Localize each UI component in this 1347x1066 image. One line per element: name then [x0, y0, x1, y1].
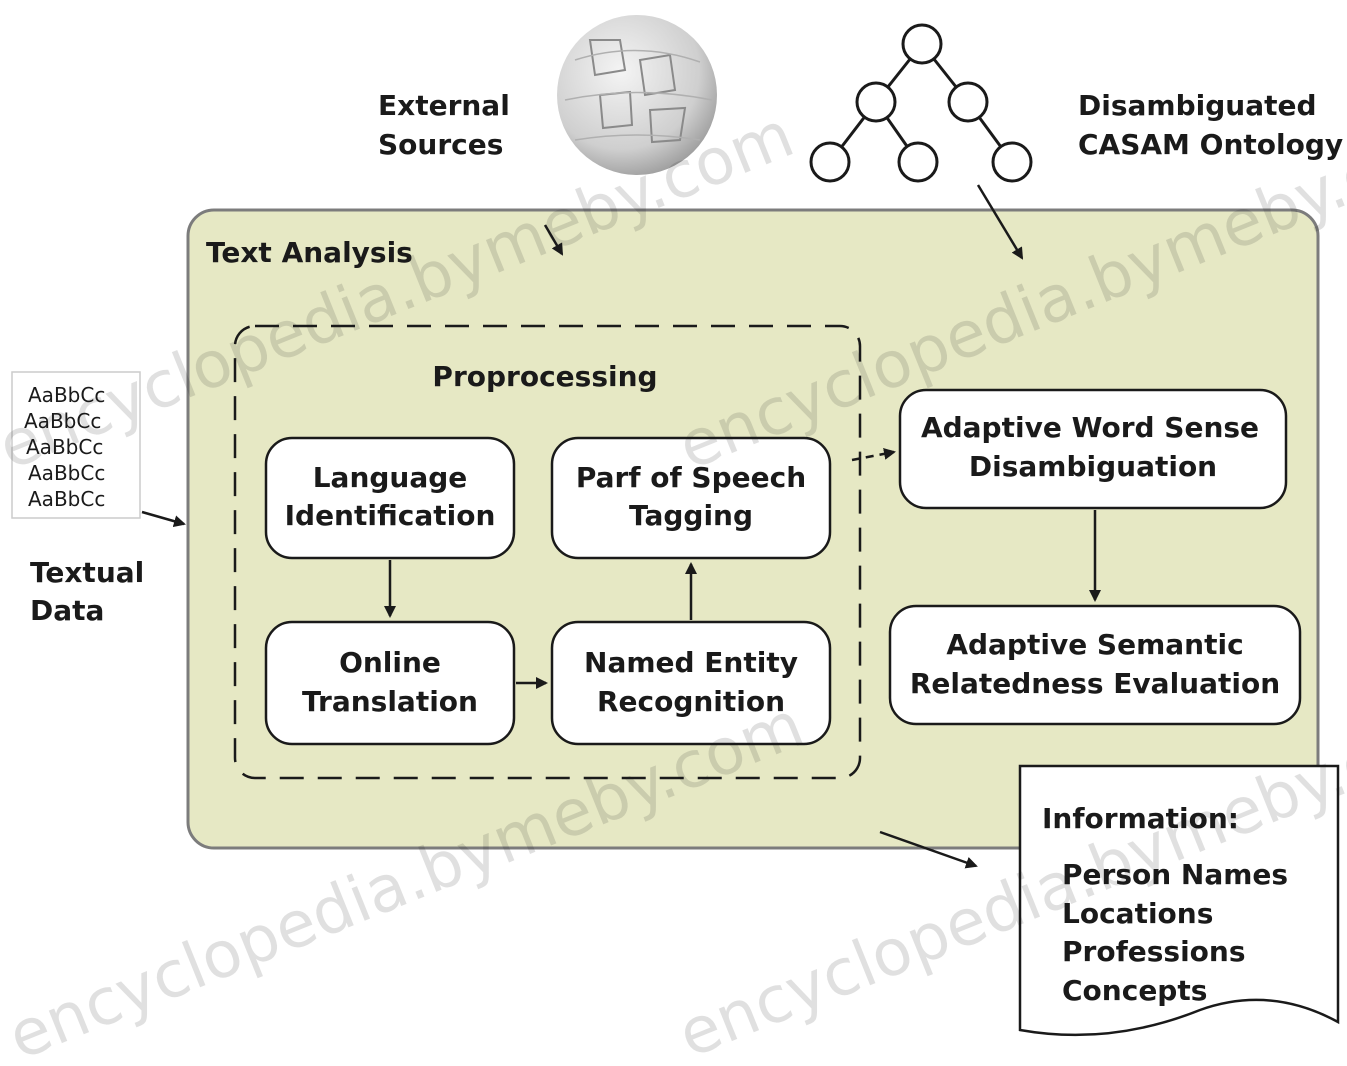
part-of-speech-box: Parf of Speech Tagging — [550, 436, 832, 560]
language-identification-label-2: Identification — [285, 499, 496, 532]
part-of-speech-label-2: Tagging — [629, 499, 753, 532]
wikipedia-globe-icon — [557, 15, 717, 175]
information-item-4: Concepts — [1062, 974, 1207, 1007]
semantic-relatedness-label-2: Relatedness Evaluation — [910, 667, 1280, 700]
named-entity-label-1: Named Entity — [584, 646, 798, 679]
text-analysis-title: Text Analysis — [206, 236, 413, 269]
arrow-textual-data-in — [141, 510, 186, 528]
information-document: Information: Person Names Locations Prof… — [1018, 764, 1340, 1037]
arrow-preprocessing-to-wsd — [851, 447, 896, 462]
named-entity-box: Named Entity Recognition — [550, 620, 832, 746]
information-item-1: Person Names — [1062, 858, 1288, 891]
information-item-3: Professions — [1062, 935, 1246, 968]
ontology-label-1: Disambiguated — [1078, 89, 1317, 122]
external-sources-label-1: External — [378, 89, 510, 122]
word-sense-label-1: Adaptive Word Sense — [921, 411, 1259, 444]
ontology-tree-icon — [809, 23, 1033, 183]
online-translation-box: Online Translation — [264, 620, 516, 746]
ontology-label-2: CASAM Ontology — [1078, 128, 1343, 161]
external-sources-label-2: Sources — [378, 128, 503, 161]
sample-line-2: AaBbCc — [24, 409, 101, 433]
textual-data-document-icon: AaBbCc AaBbCc AaBbCc AaBbCc AaBbCc — [11, 371, 141, 519]
language-identification-box: Language Identification — [264, 436, 516, 560]
information-title: Information: — [1042, 802, 1239, 835]
language-identification-label-1: Language — [313, 461, 468, 494]
word-sense-box: Adaptive Word Sense Disambiguation — [898, 388, 1288, 510]
word-sense-label-2: Disambiguation — [969, 450, 1217, 483]
arrow-ontology-in — [976, 184, 1024, 260]
named-entity-label-2: Recognition — [597, 685, 785, 718]
online-translation-label-1: Online — [339, 646, 441, 679]
sample-line-3: AaBbCc — [26, 435, 103, 459]
sample-line-1: AaBbCc — [28, 383, 105, 407]
online-translation-label-2: Translation — [302, 685, 478, 718]
preprocessing-group — [233, 324, 862, 780]
textual-data-label-2: Data — [30, 594, 104, 627]
textual-data-label-1: Textual — [30, 556, 144, 589]
sample-line-5: AaBbCc — [28, 487, 105, 511]
semantic-relatedness-box: Adaptive Semantic Relatedness Evaluation — [888, 604, 1302, 726]
preprocessing-title: Proprocessing — [432, 360, 657, 393]
sample-line-4: AaBbCc — [28, 461, 105, 485]
arrow-external-sources-in — [543, 224, 564, 256]
arrow-information-out — [879, 830, 978, 869]
part-of-speech-label-1: Parf of Speech — [576, 461, 806, 494]
information-item-2: Locations — [1062, 897, 1213, 930]
semantic-relatedness-label-1: Adaptive Semantic — [946, 628, 1243, 661]
